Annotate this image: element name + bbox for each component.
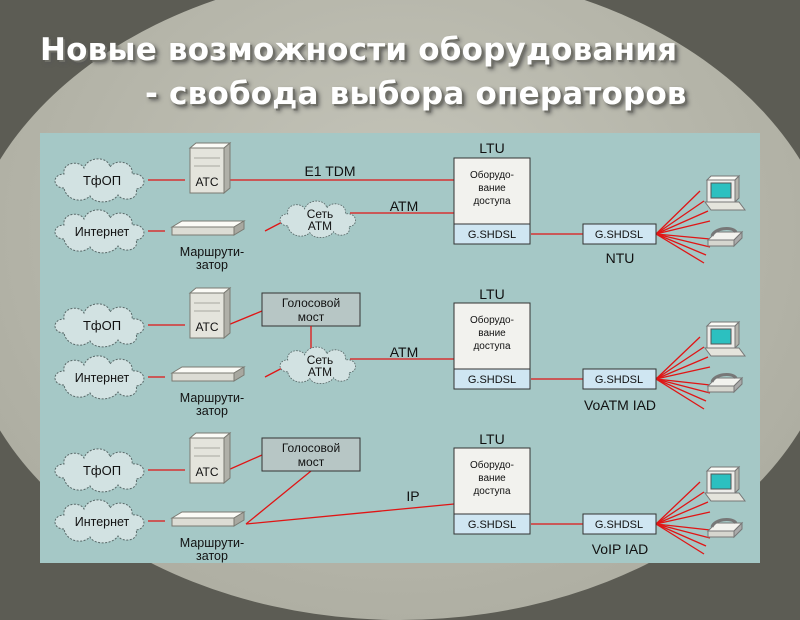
link-lines	[148, 454, 711, 555]
terminal-gshdsl-port	[582, 368, 657, 390]
access-label-1: Оборудо-	[470, 169, 514, 181]
ltu-node: LTU Оборудо- вание доступа G.SHDSL	[453, 431, 531, 535]
gshdsl-label: G.SHDSL	[468, 374, 516, 386]
desktop-computer-icon	[704, 466, 746, 502]
pstn-label: ТфОП	[83, 173, 121, 188]
router-icon	[171, 511, 245, 527]
atm-link-label: ATM	[390, 344, 419, 360]
network-diagram: ТфОП Интернет АТС Маршрути- затор Сеть А…	[40, 133, 760, 563]
router-icon	[171, 366, 245, 382]
telephone-icon	[706, 518, 744, 539]
router-label-2: затор	[196, 549, 228, 563]
ltu-node: LTU Оборудо- вание доступа G.SHDSL	[453, 140, 531, 245]
link-lines	[148, 179, 711, 264]
telephone-icon	[706, 373, 744, 394]
access-label-3: доступа	[473, 196, 511, 207]
pstn-label: ТфОП	[83, 318, 121, 333]
internet-cloud: Интернет	[54, 209, 145, 254]
terminal-gshdsl-label: G.SHDSL	[595, 374, 643, 386]
atm-cloud-label-2: АТМ	[308, 365, 332, 379]
router-label-1: Маршрути-	[180, 391, 244, 405]
terminal-gshdsl-port	[582, 513, 657, 535]
router-node: Маршрути- затор	[171, 220, 245, 272]
ltu-label: LTU	[479, 286, 504, 302]
gshdsl-port	[453, 513, 531, 535]
terminal-gshdsl-label: G.SHDSL	[595, 519, 643, 531]
diagram-row-2: ТфОП Интернет АТС Голосовой мост Маршрут…	[54, 286, 746, 418]
internet-cloud: Интернет	[54, 499, 145, 544]
desktop-computer-icon	[704, 321, 746, 357]
telephone-icon	[706, 227, 744, 248]
ltu-label: LTU	[479, 140, 504, 156]
access-label-2: вание	[478, 183, 506, 194]
router-node: Маршрути- затор	[171, 366, 245, 418]
access-equipment-box	[453, 447, 531, 515]
ats-node: АТС	[189, 432, 231, 484]
internet-label: Интернет	[75, 225, 130, 239]
access-label-3: доступа	[473, 486, 511, 497]
terminal-node: G.SHDSL VoATM IAD	[582, 368, 657, 413]
terminal-node: G.SHDSL NTU	[582, 223, 657, 266]
voice-bridge-label-2: мост	[298, 310, 325, 324]
pstn-cloud: ТфОП	[54, 303, 145, 348]
router-label-2: затор	[196, 258, 228, 272]
e1-tdm-label: E1 TDM	[304, 163, 355, 179]
atm-cloud-label-1: Сеть	[307, 353, 333, 367]
access-label-2: вание	[478, 328, 506, 339]
router-icon	[171, 220, 245, 236]
pstn-label: ТфОП	[83, 463, 121, 478]
ltu-label: LTU	[479, 431, 504, 447]
ip-link-label: IP	[406, 488, 419, 504]
router-label-1: Маршрути-	[180, 536, 244, 550]
diagram-row-1: ТфОП Интернет АТС Маршрути- затор Сеть А…	[54, 140, 746, 272]
slide-title-line-2: - свобода выбора операторов	[145, 76, 687, 112]
voice-bridge-label-1: Голосовой	[282, 441, 340, 455]
voice-bridge-box: Голосовой мост	[261, 437, 361, 472]
access-label-1: Оборудо-	[470, 314, 514, 326]
pstn-cloud: ТфОП	[54, 158, 145, 203]
terminal-gshdsl-port	[582, 223, 657, 245]
terminal-gshdsl-label: G.SHDSL	[595, 229, 643, 241]
internet-label: Интернет	[75, 371, 130, 385]
diagram-row-3: ТфОП Интернет АТС Голосовой мост Маршрут…	[54, 431, 746, 563]
ats-label: АТС	[195, 465, 218, 479]
gshdsl-label: G.SHDSL	[468, 519, 516, 531]
terminal-label: VoATM IAD	[584, 397, 656, 413]
ats-label: АТС	[195, 320, 218, 334]
ats-label: АТС	[195, 175, 218, 189]
voice-bridge-box: Голосовой мост	[261, 292, 361, 327]
voice-bridge-label-2: мост	[298, 455, 325, 469]
ats-node: АТС	[189, 142, 231, 194]
internet-cloud: Интернет	[54, 355, 145, 400]
gshdsl-port	[453, 368, 531, 390]
internet-label: Интернет	[75, 515, 130, 529]
access-label-2: вание	[478, 473, 506, 484]
pstn-cloud: ТфОП	[54, 448, 145, 493]
slide-title-line-1: Новые возможности оборудования	[40, 32, 678, 68]
terminal-node: G.SHDSL VoIP IAD	[582, 513, 657, 557]
atm-cloud-label-2: АТМ	[308, 219, 332, 233]
atm-network-cloud: Сеть АТМ	[279, 346, 357, 385]
access-label-3: доступа	[473, 341, 511, 352]
router-label-1: Маршрути-	[180, 245, 244, 259]
access-label-1: Оборудо-	[470, 459, 514, 471]
ats-node: АТС	[189, 287, 231, 339]
voice-bridge-label-1: Голосовой	[282, 296, 340, 310]
gshdsl-port	[453, 223, 531, 245]
access-equipment-box	[453, 302, 531, 370]
atm-network-cloud: Сеть АТМ	[279, 200, 357, 239]
desktop-computer-icon	[704, 175, 746, 211]
atm-cloud-label-1: Сеть	[307, 207, 333, 221]
atm-link-label: ATM	[390, 198, 419, 214]
terminal-label: NTU	[606, 250, 635, 266]
gshdsl-label: G.SHDSL	[468, 229, 516, 241]
terminal-label: VoIP IAD	[592, 541, 649, 557]
ltu-node: LTU Оборудо- вание доступа G.SHDSL	[453, 286, 531, 390]
router-label-2: затор	[196, 404, 228, 418]
link-lines	[148, 310, 711, 410]
router-node: Маршрути- затор	[171, 511, 245, 563]
